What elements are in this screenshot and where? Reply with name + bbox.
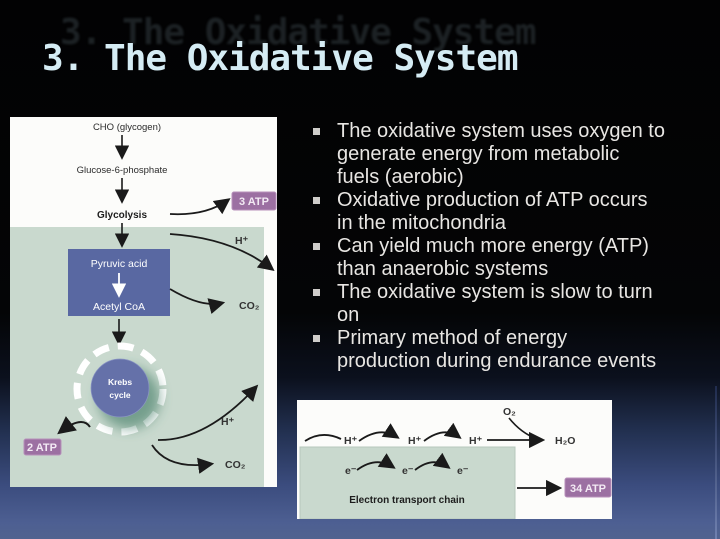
glycolysis-diagram-panel: CHO (glycogen) Glucose-6-phosphate Glyco… (10, 117, 277, 487)
hplus-arc-2 (423, 422, 462, 442)
electron-arc-1 (356, 453, 396, 471)
bullet-text: The oxidative system uses oxygen to gene… (337, 120, 665, 189)
title-shadow-artifact: 3. The Oxidative System (60, 12, 536, 53)
bullet-square-icon (313, 197, 320, 204)
list-item: Oxidative production of ATP occurs in th… (308, 189, 712, 235)
cho-label: CHO (glycogen) (93, 122, 161, 133)
badge-3atp-label: 3 ATP (239, 196, 269, 208)
bullet-text: Can yield much more energy (ATP) than an… (337, 235, 649, 281)
bullet-line: in the mitochondria (337, 212, 506, 234)
badge-3atp (231, 191, 277, 211)
bullet-line: fuels (aerobic) (337, 166, 464, 188)
co2-lower-label: CO₂ (225, 459, 246, 471)
bullet-square-icon (313, 243, 320, 250)
hplus-2-label: H⁺ (408, 435, 422, 447)
h2o-label: H₂O (555, 435, 575, 447)
bullet-line: The oxidative system is slow to turn (337, 281, 653, 303)
acetyl-coa-label: Acetyl CoA (93, 301, 145, 313)
arrow-co2-lower (151, 444, 215, 474)
g6p-label: Glucose-6-phosphate (77, 165, 168, 176)
krebs-label-line2: cycle (109, 390, 131, 400)
bullet-square-icon (313, 128, 320, 135)
electron-3-label: e⁻ (457, 465, 469, 477)
bullet-line: Oxidative production of ATP occurs (337, 189, 648, 211)
bullet-line: production during endurance events (337, 350, 657, 372)
hplus-entry-arc (304, 434, 342, 442)
etc-diagram-panel: H⁺ H⁺ H⁺ O₂ H₂O e⁻ e⁻ e⁻ Electron transp… (297, 400, 612, 519)
slide-right-edge-highlight (715, 386, 717, 539)
bullet-line: on (337, 304, 360, 326)
page-title: 3. The Oxidative System (42, 38, 518, 79)
glycolysis-label: Glycolysis (97, 210, 147, 221)
list-item: The oxidative system uses oxygen to gene… (308, 120, 712, 189)
list-item: Primary method of energy production duri… (308, 327, 712, 373)
hplus-lower-label: H⁺ (221, 416, 235, 428)
hplus-3-label: H⁺ (469, 435, 483, 447)
o2-inflow-arc (508, 417, 538, 440)
badge-2atp-label: 2 ATP (27, 442, 57, 454)
glycolysis-diagram: CHO (glycogen) Glucose-6-phosphate Glyco… (10, 122, 277, 487)
etc-label: Electron transport chain (349, 495, 465, 506)
bullet-line: generate energy from metabolic (337, 143, 620, 165)
hplus-arc-1 (358, 423, 400, 442)
arrow-krebs-to-2atp (57, 416, 91, 435)
bullet-text: The oxidative system is slow to turn on (337, 281, 653, 327)
bullet-text: Oxidative production of ATP occurs in th… (337, 189, 648, 235)
bullet-line: Primary method of energy (337, 327, 568, 349)
list-item: The oxidative system is slow to turn on (308, 281, 712, 327)
bullet-line: than anaerobic systems (337, 258, 549, 280)
arrow-glycolysis-to-3atp (169, 198, 231, 216)
electron-arc-2 (414, 452, 451, 471)
krebs-cycle-circle (90, 358, 150, 418)
hplus-upper-label: H⁺ (235, 235, 249, 247)
electron-2-label: e⁻ (402, 465, 414, 477)
badge-2atp (23, 438, 62, 456)
bullet-line: The oxidative system uses oxygen to (337, 120, 665, 142)
arrow-hplus-upper (169, 233, 275, 271)
o2-label: O₂ (503, 406, 516, 418)
badge-34atp-label: 34 ATP (570, 483, 606, 495)
etc-diagram: H⁺ H⁺ H⁺ O₂ H₂O e⁻ e⁻ e⁻ Electron transp… (299, 406, 612, 519)
bullet-square-icon (313, 289, 320, 296)
bullet-list: The oxidative system uses oxygen to gene… (308, 120, 712, 373)
arrow-hplus-lower (157, 384, 259, 441)
badge-34atp (564, 477, 612, 498)
list-item: Can yield much more energy (ATP) than an… (308, 235, 712, 281)
krebs-cycle-ring (73, 342, 167, 436)
hplus-1-label: H⁺ (344, 435, 358, 447)
bullet-square-icon (313, 335, 320, 342)
etc-green-box (299, 446, 516, 519)
krebs-label-line1: Krebs (108, 377, 132, 387)
pyruvic-acid-label: Pyruvic acid (91, 258, 148, 270)
bullet-line: Can yield much more energy (ATP) (337, 235, 649, 257)
co2-upper-label: CO₂ (239, 300, 260, 312)
bullet-text: Primary method of energy production duri… (337, 327, 656, 373)
electron-1-label: e⁻ (345, 465, 357, 477)
arrow-co2-upper (169, 288, 226, 314)
